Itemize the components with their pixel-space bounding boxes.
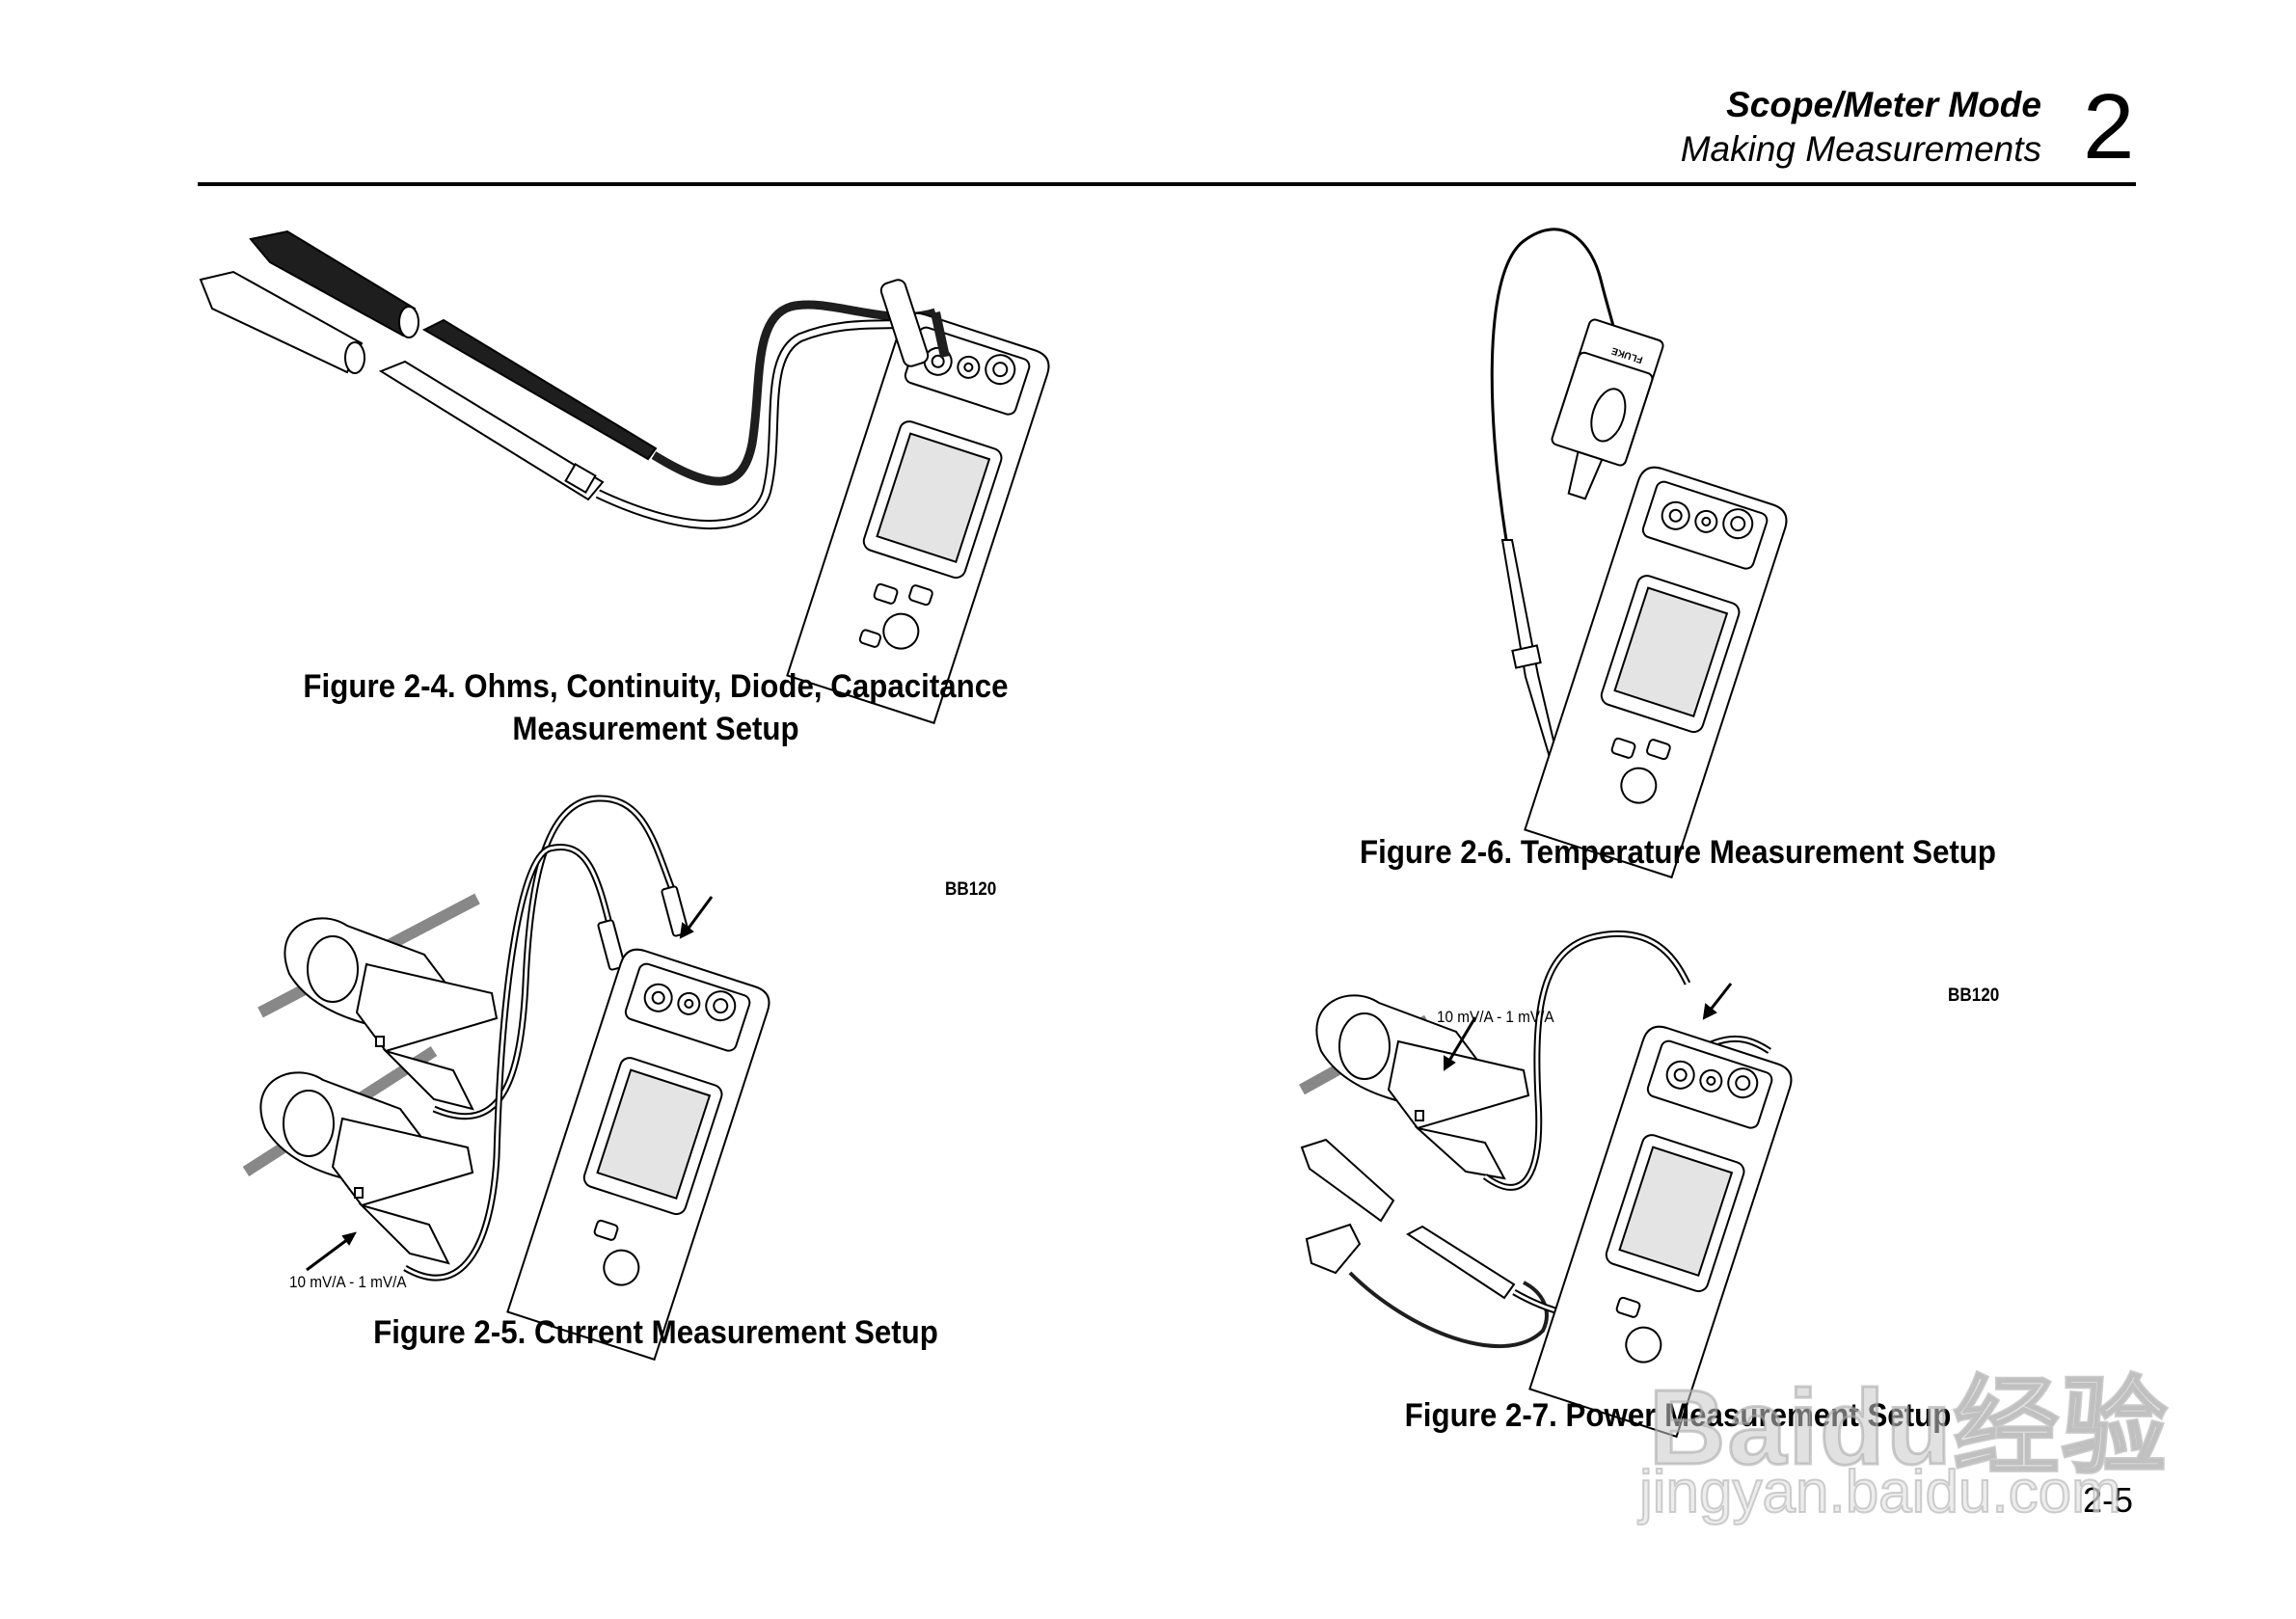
meter-screen xyxy=(596,1068,712,1200)
figure-2-7-caption: Figure 2-7. Power Measurement Setup xyxy=(1404,1397,1952,1434)
figure-2-6: FLUKE xyxy=(1446,212,2064,879)
current-clamp-2 xyxy=(259,1071,474,1265)
watermark-url: jingyan.baidu.com xyxy=(1638,1458,2122,1526)
scopemeter xyxy=(1524,466,1788,879)
header-rule xyxy=(198,182,2136,186)
page-number: 2-5 xyxy=(2083,1480,2134,1520)
current-clamp xyxy=(1315,994,1530,1180)
figure-2-4-caption-line2: Measurement Setup xyxy=(512,711,799,747)
figure-2-7: BB120 10 mV/A - 1 mV/A xyxy=(1292,926,2064,1439)
ground-lead xyxy=(1348,1271,1549,1348)
meter-screen xyxy=(876,432,991,563)
subsection-title: Making Measurements xyxy=(1680,129,2041,169)
scopemeter xyxy=(506,948,770,1362)
bb120-label: BB120 xyxy=(945,879,997,900)
thermocouple-wire xyxy=(1490,228,1622,541)
voltage-probe xyxy=(1406,1225,1516,1300)
figure-2-7-illustration xyxy=(1299,931,1793,1439)
figure-2-5-caption: Figure 2-5. Current Measurement Setup xyxy=(373,1314,938,1351)
bb120-arrow xyxy=(683,896,714,934)
figure-2-4-illustration xyxy=(199,229,1050,725)
figure-2-4 xyxy=(174,212,1099,725)
figure-2-5-illustration xyxy=(242,795,770,1362)
scopemeter xyxy=(1528,1025,1793,1439)
clamp-range-label: 10 mV/A - 1 mV/A xyxy=(1437,1008,1554,1026)
clamp-range-arrow xyxy=(1445,1016,1477,1066)
running-header: Scope/Meter Mode Making Measurements xyxy=(1681,83,2041,172)
probe-cap xyxy=(1300,1138,1395,1223)
figure-2-6-caption: Figure 2-6. Temperature Measurement Setu… xyxy=(1360,834,1996,871)
clamp-range-arrow xyxy=(306,1234,353,1272)
black-test-lead xyxy=(651,300,937,486)
meter-screen xyxy=(1618,1146,1734,1277)
clamp-range-label: 10 mV/A - 1 mV/A xyxy=(289,1273,407,1291)
figure-2-6-illustration: FLUKE xyxy=(1490,228,1788,879)
figure-2-4-caption: Figure 2-4. Ohms, Continuity, Diode, Cap… xyxy=(265,665,1046,750)
black-test-probe xyxy=(421,318,658,461)
figure-2-5: BB120 10 mV/A - 1 mV/A xyxy=(231,791,1080,1362)
current-clamp-1 xyxy=(284,917,499,1111)
bb120-label: BB120 xyxy=(1948,985,2000,1006)
temperature-adapter: FLUKE xyxy=(1551,318,1664,500)
alligator-clip xyxy=(1305,1223,1362,1275)
figure-2-4-caption-line1: Figure 2-4. Ohms, Continuity, Diode, Cap… xyxy=(303,668,1009,705)
chapter-number: 2 xyxy=(2083,75,2135,178)
section-title: Scope/Meter Mode xyxy=(1726,85,2041,124)
meter-screen xyxy=(1613,586,1729,717)
scopemeter xyxy=(786,311,1050,725)
white-test-probe xyxy=(378,360,605,501)
